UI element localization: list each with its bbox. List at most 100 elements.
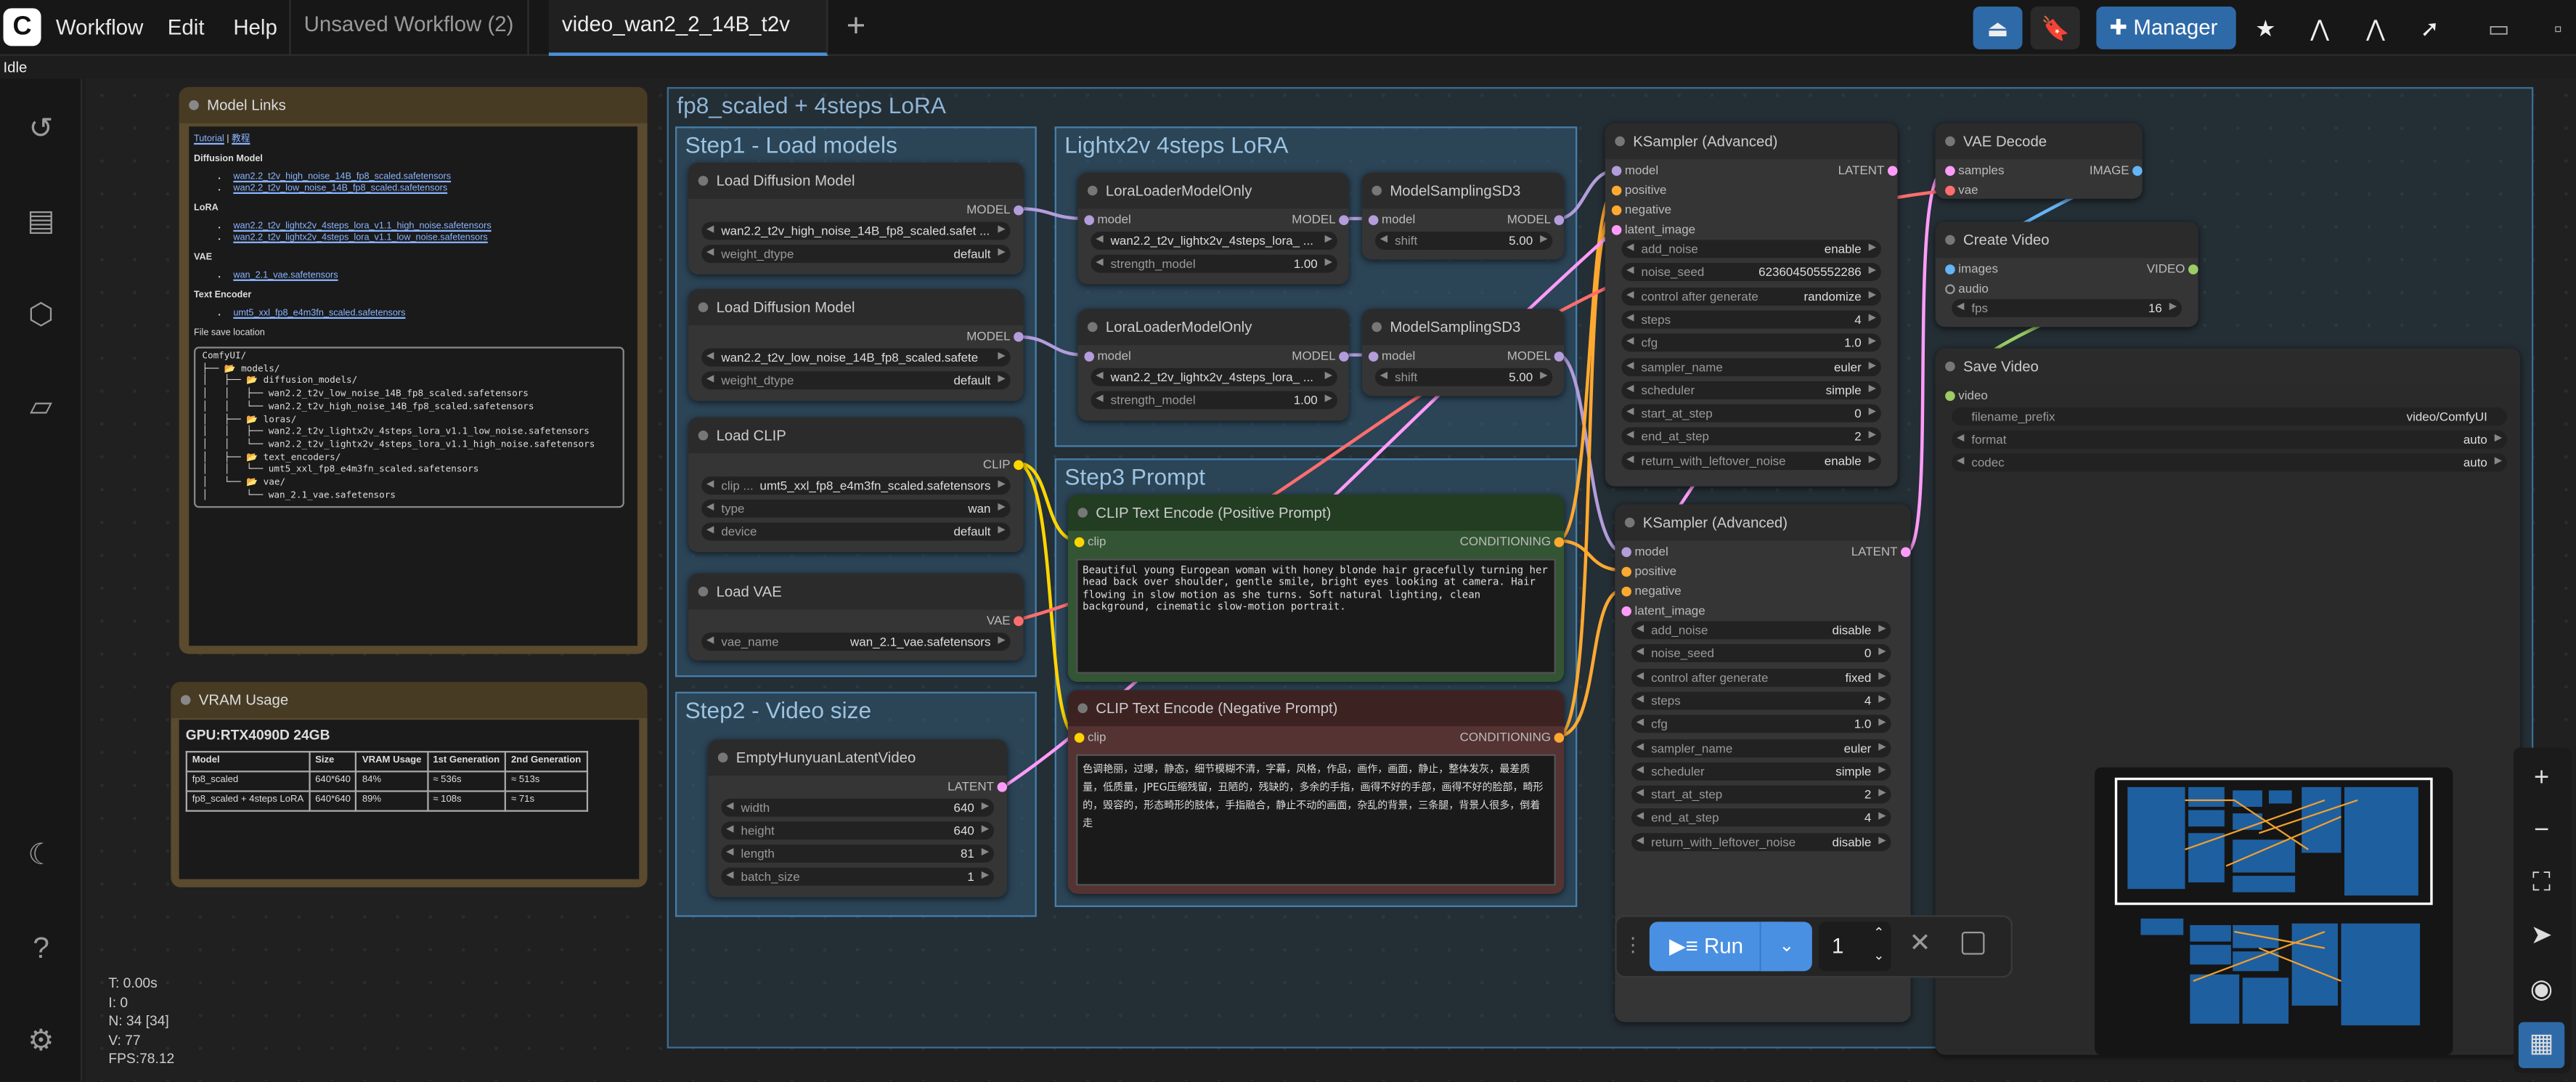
node-load-vae[interactable]: Load VAE VAE vae_namewan_2.1_vae.safeten… bbox=[688, 573, 1024, 661]
toggle-links-icon[interactable]: ◉ bbox=[2530, 976, 2553, 1004]
output-image[interactable]: IMAGE bbox=[2090, 161, 2143, 181]
fit-view-icon[interactable]: ⛶ bbox=[2532, 869, 2551, 898]
note-vram[interactable]: VRAM Usage GPU:RTX4090D 24GB Model Size … bbox=[171, 682, 648, 887]
lora-link[interactable]: wan2.2_t2v_lightx2v_4steps_lora_v1.1_low… bbox=[233, 233, 488, 243]
text-encoder-link[interactable]: umt5_xxl_fp8_e4m3fn_scaled.safetensors bbox=[233, 309, 406, 319]
input-model[interactable]: model bbox=[1368, 346, 1415, 366]
zoom-in-icon[interactable]: + bbox=[2533, 764, 2550, 792]
output-conditioning[interactable]: CONDITIONING bbox=[1460, 532, 1565, 552]
node-lora-loader-high[interactable]: LoraLoaderModelOnly model MODEL wan2.2_t… bbox=[1077, 172, 1349, 285]
node-vae-decode[interactable]: VAE Decode samples vae IMAGE bbox=[1935, 123, 2143, 200]
output-model[interactable]: MODEL bbox=[1507, 211, 1565, 230]
output-model[interactable]: MODEL bbox=[1292, 346, 1349, 366]
input-clip[interactable]: clip bbox=[1074, 532, 1106, 552]
manager-button[interactable]: ✚ Manager bbox=[2096, 7, 2236, 49]
output-model[interactable]: MODEL bbox=[1507, 346, 1565, 366]
node-load-diffusion-high[interactable]: Load Diffusion Model MODEL wan2.2_t2v_hi… bbox=[688, 163, 1024, 274]
select-mode-icon[interactable]: ➤ bbox=[2530, 922, 2553, 950]
folder-icon[interactable]: ▱ bbox=[29, 389, 53, 423]
input-model[interactable]: model bbox=[1368, 211, 1415, 230]
workflow-tab-unsaved[interactable]: Unsaved Workflow (2) bbox=[289, 0, 529, 56]
add-tab-button[interactable]: + bbox=[846, 8, 866, 45]
menu-edit[interactable]: Edit bbox=[167, 15, 205, 40]
input-positive[interactable]: positive bbox=[1621, 562, 1676, 582]
help-icon[interactable]: ? bbox=[33, 932, 49, 965]
output-conditioning[interactable]: CONDITIONING bbox=[1460, 728, 1565, 747]
node-load-diffusion-low[interactable]: Load Diffusion Model MODEL wan2.2_t2v_lo… bbox=[688, 289, 1024, 402]
expand-icon[interactable]: ▫ bbox=[2553, 15, 2562, 41]
input-audio[interactable]: audio bbox=[1945, 280, 1989, 299]
diffusion-link[interactable]: wan2.2_t2v_low_noise_14B_fp8_scaled.safe… bbox=[233, 184, 448, 195]
output-model[interactable]: MODEL bbox=[966, 200, 1024, 220]
output-latent[interactable]: LATENT bbox=[1838, 161, 1898, 181]
queue-list-icon[interactable]: ▤ bbox=[27, 203, 55, 237]
output-model[interactable]: MODEL bbox=[1292, 211, 1349, 230]
settings-gear-icon[interactable]: ⚙ bbox=[28, 1023, 54, 1057]
output-latent[interactable]: LATENT bbox=[947, 777, 1008, 797]
node-empty-latent-video[interactable]: EmptyHunyuanLatentVideo LATENT width640 … bbox=[708, 739, 1008, 898]
input-vae[interactable]: vae bbox=[1945, 181, 1978, 200]
output-model[interactable]: MODEL bbox=[966, 327, 1024, 346]
model-alt-icon-button[interactable]: ⋀ bbox=[2365, 15, 2385, 41]
input-samples[interactable]: samples bbox=[1945, 161, 2004, 181]
note-model-links[interactable]: Model Links Tutorial | 教程 Diffusion Mode… bbox=[179, 86, 648, 654]
theme-moon-icon[interactable]: ☾ bbox=[28, 838, 54, 871]
minimap-toggle-icon[interactable]: ▦ bbox=[2518, 1022, 2565, 1068]
run-mode-dropdown[interactable]: ⌄ bbox=[1759, 922, 1812, 972]
bookmark-icon-button[interactable]: 🔖 bbox=[2030, 7, 2080, 49]
output-video[interactable]: VIDEO bbox=[2147, 260, 2198, 280]
stepper-icon[interactable]: ⌃⌄ bbox=[1873, 924, 1885, 964]
lora-name-widget[interactable]: wan2.2_t2v_lightx2v_4steps_lora_ ... bbox=[1091, 367, 1337, 386]
batch-count-input[interactable]: 1⌃⌄ bbox=[1818, 922, 1891, 972]
comfy-logo[interactable]: C bbox=[3, 8, 41, 46]
lora-link[interactable]: wan2.2_t2v_lightx2v_4steps_lora_v1.1_hig… bbox=[233, 221, 492, 232]
minimap[interactable] bbox=[2095, 767, 2453, 1055]
tutorial-link[interactable]: Tutorial bbox=[194, 134, 224, 145]
node-negative-prompt[interactable]: CLIP Text Encode (Negative Prompt) clip … bbox=[1067, 690, 1565, 894]
node-lora-loader-low[interactable]: LoraLoaderModelOnly model MODEL wan2.2_t… bbox=[1077, 309, 1349, 421]
vae-link[interactable]: wan_2.1_vae.safetensors bbox=[233, 271, 338, 281]
panel-toggle-icon[interactable]: ▭ bbox=[2487, 15, 2510, 41]
input-latent-image[interactable]: latent_image bbox=[1621, 601, 1705, 621]
output-clip[interactable]: CLIP bbox=[983, 455, 1024, 475]
models-cube-icon[interactable]: ⬡ bbox=[28, 297, 54, 330]
clip-name-widget[interactable]: clip ...umt5_xxl_fp8_e4m3fn_scaled.safet… bbox=[701, 476, 1011, 495]
menu-help[interactable]: Help bbox=[233, 15, 277, 40]
share-icon-button[interactable]: ➚ bbox=[2420, 15, 2440, 41]
input-negative[interactable]: negative bbox=[1611, 200, 1671, 220]
input-images[interactable]: images bbox=[1945, 260, 1998, 280]
input-positive[interactable]: positive bbox=[1611, 181, 1666, 200]
workflow-tab-active[interactable]: video_wan2_2_14B_t2v bbox=[548, 0, 828, 56]
input-negative[interactable]: negative bbox=[1621, 582, 1682, 601]
input-latent-image[interactable]: latent_image bbox=[1611, 220, 1695, 240]
